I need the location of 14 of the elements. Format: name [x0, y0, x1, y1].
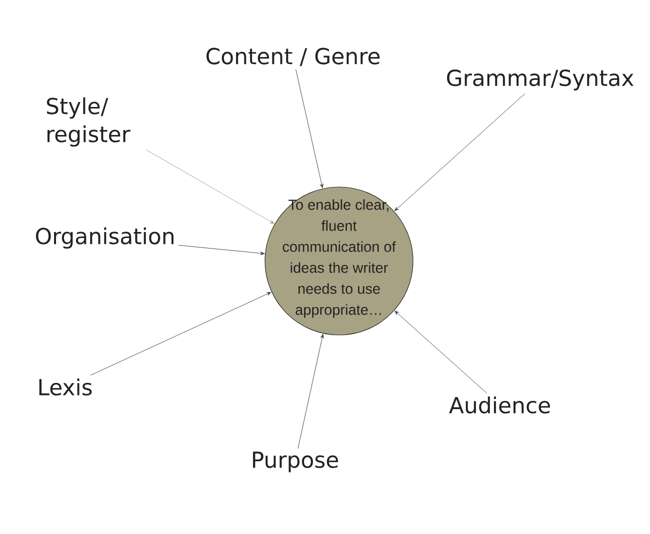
arrow [296, 69, 324, 188]
topic-label: Organisation [36, 227, 174, 249]
topic-label: Purpose [253, 452, 338, 472]
arrow [90, 292, 272, 376]
topic-label: Lexis [39, 378, 92, 396]
arrow [394, 310, 488, 394]
topic-label: Content / Genre [206, 48, 380, 66]
arrow [146, 150, 274, 224]
topic-label: Audience [449, 396, 550, 414]
arrow [178, 244, 265, 255]
topic-label: Style/ register [46, 97, 130, 147]
arrow [298, 334, 324, 449]
topic-label: Grammar/Syntax [447, 70, 634, 90]
arrow [394, 93, 526, 212]
